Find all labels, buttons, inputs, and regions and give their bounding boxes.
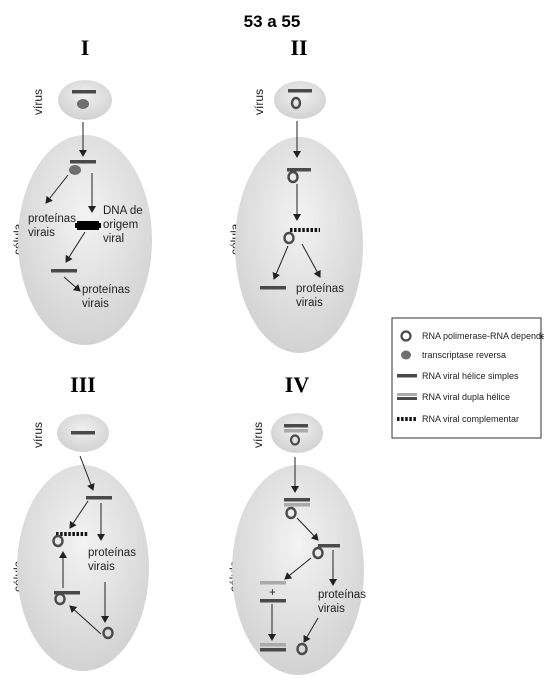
page-title: 53 a 55 (244, 12, 301, 31)
panel-2-text-2: virais (296, 297, 323, 309)
panel-2-rna (287, 168, 311, 172)
panel-3-rna-2 (54, 591, 80, 595)
panel-3-text-2: virais (88, 561, 115, 573)
panel-4-cell (232, 465, 364, 675)
panel-3: III vírus célula proteínas virais (11, 372, 149, 671)
panel-1-text-4: origem (103, 219, 138, 231)
panel-1-new-rna (51, 269, 77, 273)
panel-1-text-6: proteínas (82, 284, 130, 296)
panel-4-dsrna-2 (284, 503, 310, 507)
panel-4-virus (271, 413, 323, 453)
panel-4-rna (318, 544, 340, 548)
panel-3-polymerase (52, 534, 64, 548)
panel-4-polymerase-3 (296, 642, 308, 656)
legend: RNA polimerase-RNA dependente transcript… (391, 317, 544, 439)
panel-3-polymerase-2 (54, 592, 66, 606)
panel-2-arrow-rna (272, 245, 289, 280)
panel-2-polymerase (287, 170, 299, 184)
panel-4-dsrna-1 (284, 498, 310, 502)
legend-transcriptase-icon (401, 350, 411, 360)
legend-box (391, 317, 542, 439)
panel-4-polymerase (285, 506, 297, 520)
panel-4-minus-strand (260, 599, 286, 603)
panel-1-text-2: virais (28, 227, 55, 239)
panel-1-arrow-proteins (45, 174, 69, 204)
legend-label-5: RNA viral complementar (422, 414, 519, 424)
panel-1-virus-transcriptase (77, 99, 89, 109)
panel-1: I vírus célula proteínas virais DNA de o… (11, 35, 152, 345)
legend-dsrna-icon-2 (397, 397, 417, 400)
panel-4-virus-dsrna-1 (284, 424, 308, 428)
panel-4-text-1: proteínas (318, 589, 366, 601)
legend-dsrna-icon-1 (397, 393, 417, 396)
panel-4-new-dsrna-2 (260, 648, 286, 652)
panel-1-arrow-transcription (65, 231, 86, 263)
panel-3-numeral: III (70, 372, 96, 397)
panel-4-arrow-1 (296, 517, 319, 541)
panel-4-text-2: virais (318, 603, 345, 615)
panel-3-cell (17, 465, 149, 671)
panel-2-virus-label: vírus (252, 89, 266, 115)
panel-3-arrow-to-complement (69, 500, 89, 529)
panel-1-numeral: I (81, 35, 90, 60)
panel-1-virus-rna (72, 90, 96, 94)
panel-4-virus-dsrna-2 (284, 429, 308, 433)
panel-1-rna (70, 160, 96, 164)
panel-1-text-1: proteínas (28, 213, 76, 225)
panel-3-virus-label: vírus (31, 422, 45, 448)
panel-4-plus-sign: + (269, 587, 276, 599)
panel-4-arrow-4 (303, 617, 319, 643)
panel-3-rna (86, 496, 112, 500)
legend-label-2: transcriptase reversa (422, 350, 506, 360)
panel-2-arrow-proteins (301, 243, 321, 278)
legend-ssrna-icon (397, 374, 417, 378)
legend-label-4: RNA viral dupla hélice (422, 392, 510, 402)
panel-2-text-1: proteínas (296, 283, 344, 295)
panel-4-numeral: IV (285, 372, 310, 397)
panel-4-arrow-2 (284, 557, 312, 580)
panel-2-numeral: II (290, 35, 307, 60)
panel-1-dna-core (75, 223, 101, 228)
panel-4: IV vírus célula + proteínas virais (227, 372, 366, 675)
panel-2: II vírus célula proteínas virais (228, 35, 363, 353)
panel-4-plus-strand (260, 581, 286, 585)
panel-2-virus-rna (288, 89, 312, 93)
panel-1-dna (77, 221, 99, 224)
panel-1-transcriptase (69, 165, 81, 175)
panel-3-arrow-back (69, 605, 102, 635)
panel-3-polymerase-3 (102, 626, 114, 640)
panel-4-virus-polymerase (289, 434, 301, 446)
legend-label-1: RNA polimerase-RNA dependente (422, 331, 544, 341)
panel-2-polymerase-2 (283, 231, 295, 245)
panel-1-cell (18, 135, 152, 345)
panel-4-new-dsrna-1 (260, 643, 286, 647)
panel-1-text-7: virais (82, 298, 109, 310)
panel-1-dna-strand-2 (77, 227, 99, 230)
panel-2-cell (235, 137, 363, 353)
panel-1-text-5: viral (103, 233, 124, 245)
panel-2-new-rna (260, 286, 286, 290)
panel-1-virus-label: vírus (31, 89, 45, 115)
legend-label-3: RNA viral hélice simples (422, 371, 519, 381)
panel-1-text-3: DNA de (103, 205, 143, 217)
panel-3-virus-rna (71, 431, 95, 435)
panel-4-virus-label: vírus (251, 422, 265, 448)
panel-2-virus-polymerase (290, 96, 302, 110)
panel-4-polymerase-2 (312, 546, 324, 560)
panel-3-text-1: proteínas (88, 547, 136, 559)
legend-polymerase-icon (400, 330, 412, 342)
panel-3-arrow-entry (79, 455, 95, 491)
panel-1-arrow-translation (63, 276, 81, 292)
